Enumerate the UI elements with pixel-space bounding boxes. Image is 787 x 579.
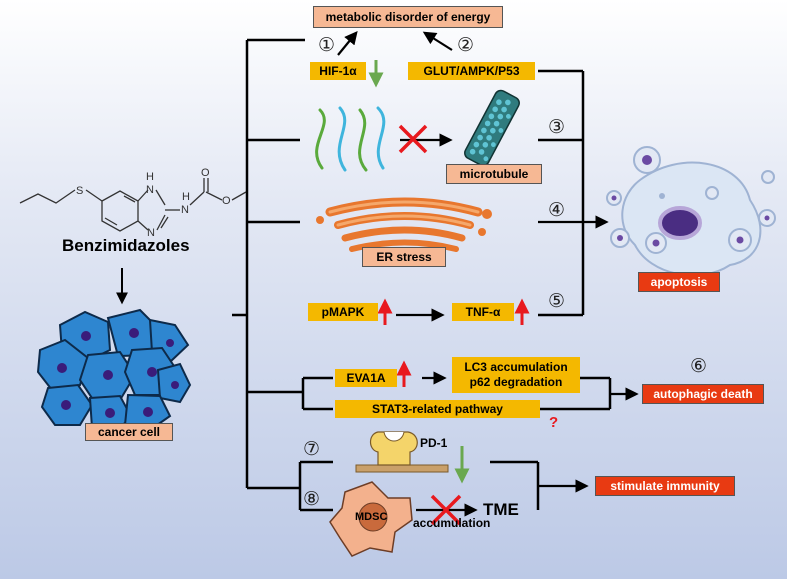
er-stress-icon (316, 197, 492, 252)
step-1: ① (318, 34, 336, 56)
mdsc-cell-icon (329, 481, 413, 557)
autophagic-death-box: autophagic death (642, 384, 764, 404)
pd1-receptor-icon (355, 431, 449, 473)
stat3-box: STAT3-related pathway (335, 400, 540, 418)
apoptosis-box: apoptosis (638, 272, 720, 292)
step-5: ⑤ (548, 290, 566, 312)
step-2: ② (457, 34, 475, 56)
inhibit-x-mdsc (430, 494, 462, 526)
inhibit-x-microtubule (398, 124, 428, 154)
metabolic-disorder-box: metabolic disorder of energy (313, 6, 503, 28)
lc3-label: LC3 accumulation (464, 360, 568, 374)
atom-o1: O (201, 167, 210, 179)
nucleic-acid-strands (315, 106, 386, 172)
hif-box: HIF-1α (310, 62, 366, 80)
benzimidazole-structure (19, 178, 247, 232)
microtubule-icon (464, 89, 520, 167)
atom-h: H (146, 171, 154, 183)
step-6: ⑥ (690, 355, 708, 377)
atom-h2: H (182, 191, 190, 203)
cancer-cell-label: cancer cell (85, 423, 173, 441)
step-3: ③ (548, 116, 566, 138)
microtubule-box: microtubule (446, 164, 542, 184)
compound-name: Benzimidazoles (62, 236, 190, 255)
unknown-link-question: ? (549, 414, 559, 431)
pmapk-box: pMAPK (308, 303, 378, 321)
p62-label: p62 degradation (469, 375, 563, 389)
step-8: ⑧ (303, 488, 321, 510)
er-stress-box: ER stress (362, 247, 446, 267)
pd1-label: PD-1 (420, 436, 448, 450)
step-7: ⑦ (303, 438, 321, 460)
stimulate-immunity-box: stimulate immunity (595, 476, 735, 496)
atom-s: S (76, 185, 83, 197)
tnf-box: TNF-α (452, 303, 514, 321)
atom-n1: N (146, 184, 154, 196)
accumulation-label: accumulation (413, 516, 491, 530)
lc3-p62-box: LC3 accumulation p62 degradation (452, 357, 580, 393)
cancer-cell-nuclei (57, 328, 179, 418)
tme-label: TME (483, 500, 519, 519)
apoptosis-cell-icon (606, 146, 776, 277)
step-4: ④ (548, 199, 566, 221)
mdsc-label: MDSC (355, 511, 388, 523)
atom-o2: O (222, 195, 231, 207)
atom-n2: N (147, 227, 155, 239)
eva1a-box: EVA1A (335, 369, 397, 387)
atom-n3: N (181, 204, 189, 216)
glut-ampk-p53-box: GLUT/AMPK/P53 (408, 62, 535, 80)
